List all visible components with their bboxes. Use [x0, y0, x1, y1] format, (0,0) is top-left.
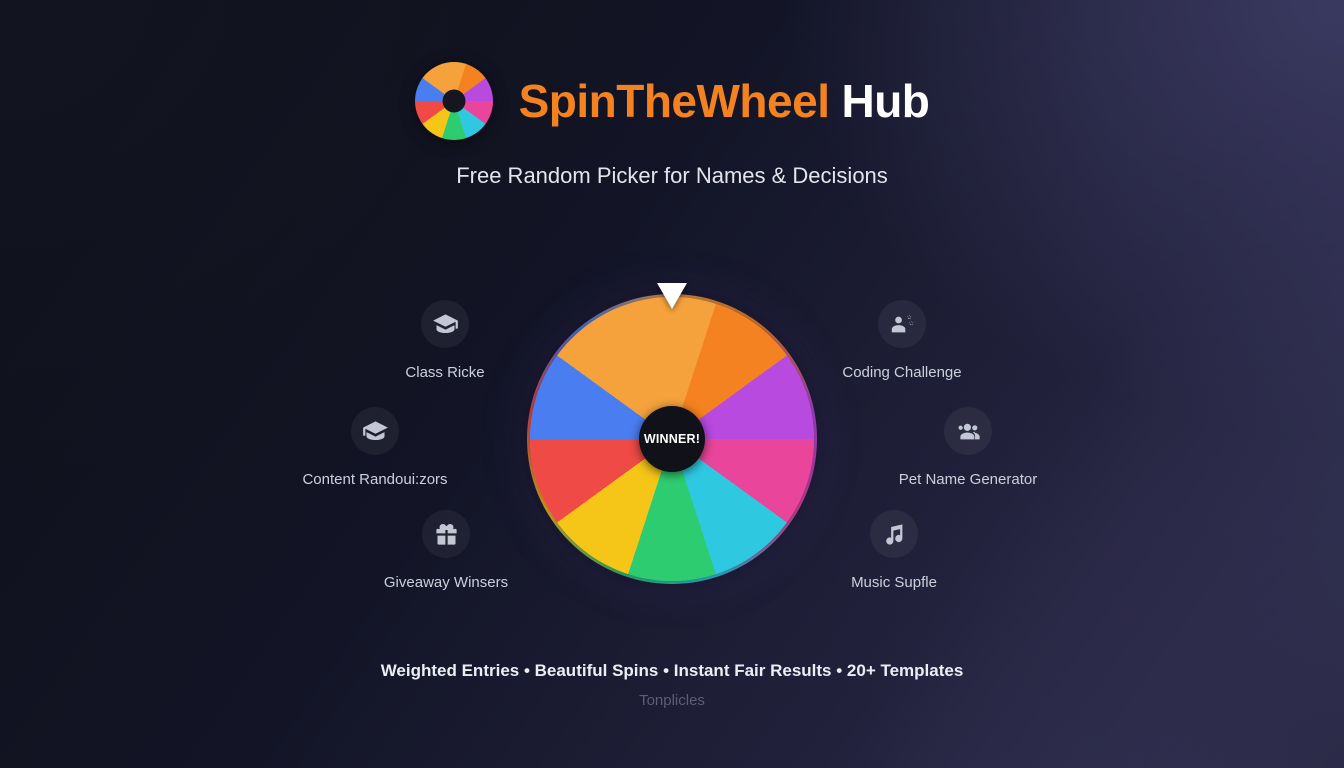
category-label: Music Supfle [851, 574, 937, 591]
person-gears-icon [878, 300, 926, 348]
wheel-hub-label: WINNER! [643, 432, 701, 446]
pointer-triangle-icon [657, 283, 687, 309]
tagline: Free Random Picker for Names & Decisions [456, 163, 888, 188]
brand-title-rest: Hub [841, 75, 930, 127]
music-note-icon [870, 510, 918, 558]
category-label: Content Randoui:zors [302, 471, 448, 488]
people-group-icon [944, 407, 992, 455]
page-footer: Weighted Entries • Beautiful Spins • Ins… [0, 661, 1344, 709]
logo-hub [442, 89, 466, 113]
spin-wheel[interactable]: WINNER! [527, 283, 817, 584]
wheel-face[interactable]: WINNER! [527, 294, 817, 584]
graduation-cap-icon [421, 300, 469, 348]
gift-icon [422, 510, 470, 558]
category-item-pet-name-generator[interactable]: Pet Name Generator [853, 407, 1083, 488]
brand-title-accent: SpinTheWheel [518, 75, 830, 127]
feature-list: Weighted Entries • Beautiful Spins • Ins… [380, 661, 964, 680]
category-item-class-ricke[interactable]: Class Ricke [330, 300, 560, 381]
category-label: Pet Name Generator [898, 471, 1038, 488]
category-item-coding-challenge[interactable]: Coding Challenge [787, 300, 1017, 381]
footer-subtext: Tonplicles [639, 692, 705, 709]
graduation-cap-icon [351, 407, 399, 455]
category-item-giveaway-winners[interactable]: Giveaway Winsers [331, 510, 561, 591]
category-item-content-randomizers[interactable]: Content Randoui:zors [260, 407, 490, 488]
wheel-icon [414, 62, 493, 140]
category-label: Giveaway Winsers [383, 574, 509, 591]
wheel-stage: Class Ricke Content Randoui:zors Giveawa… [0, 283, 1344, 615]
wheel-hub[interactable]: WINNER! [639, 406, 705, 472]
category-label: Coding Challenge [842, 364, 962, 381]
category-label: Class Ricke [405, 364, 485, 381]
category-item-music-shuffle[interactable]: Music Supfle [779, 510, 1009, 591]
